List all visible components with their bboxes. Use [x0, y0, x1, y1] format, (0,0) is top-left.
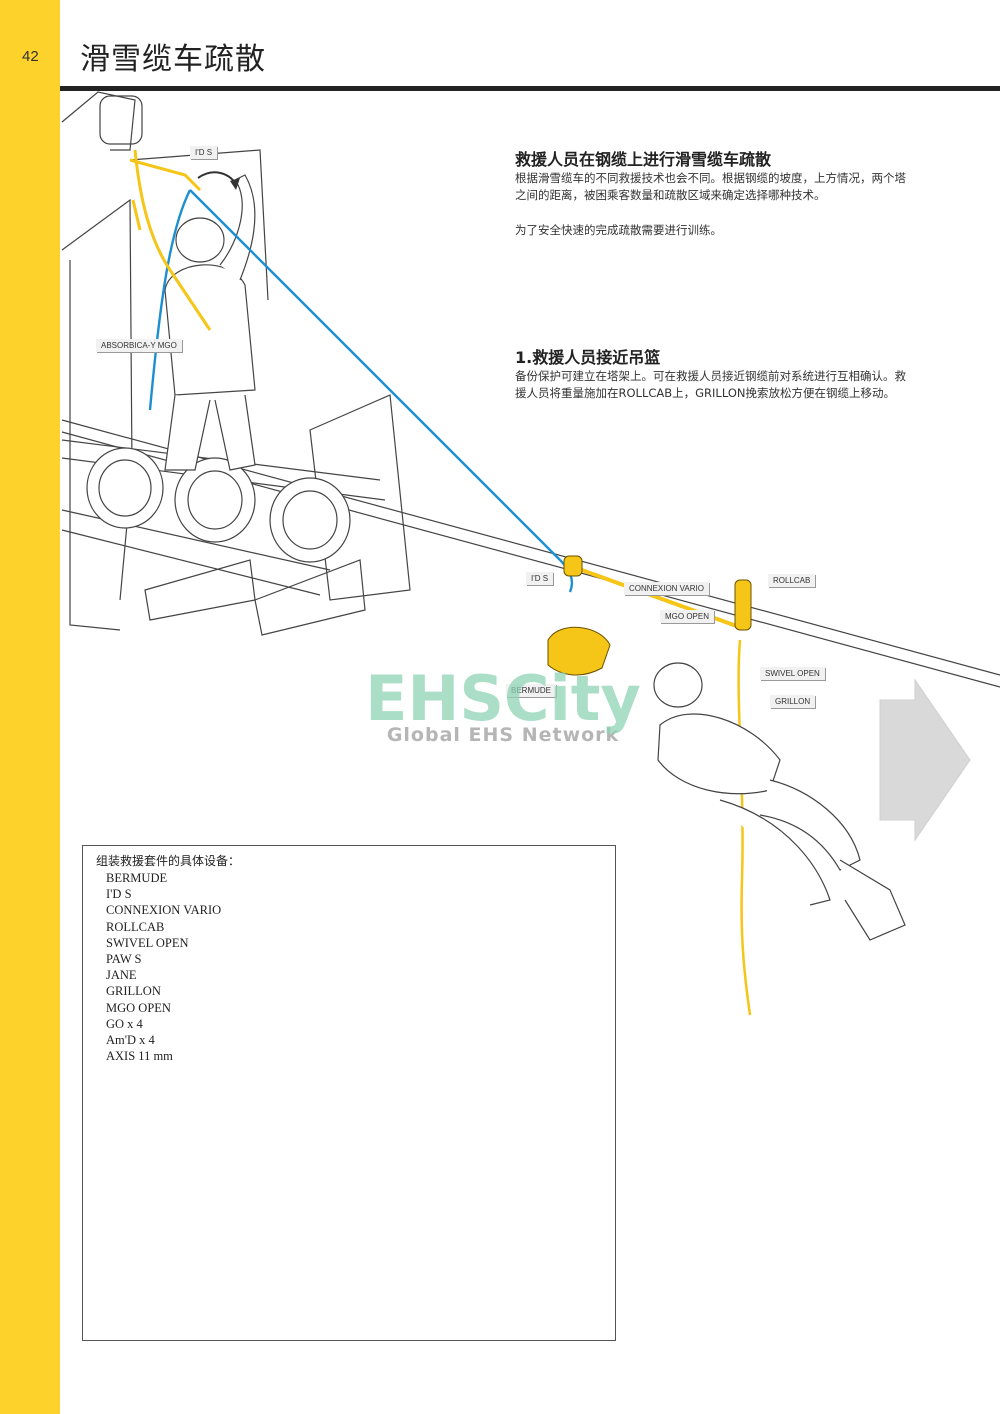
rotation-arrow-icon: [197, 171, 237, 185]
equipment-item: MGO OPEN: [106, 1000, 171, 1015]
label-mgo-open: MGO OPEN: [660, 610, 715, 623]
rescuer-on-cable: [653, 662, 906, 941]
equipment-title: 组装救援套件的具体设备：: [96, 854, 241, 868]
equipment-item: AXIS 11 mm: [106, 1049, 173, 1064]
sheave-wheels: [86, 447, 351, 563]
label-ids-mid: I'D S: [526, 572, 554, 585]
page-number: 42: [22, 48, 39, 65]
section1-paragraph-2: 为了安全快速的完成疏散需要进行训练。: [515, 223, 722, 237]
equipment-box: [82, 845, 616, 1341]
equipment-item: GRILLON: [106, 984, 161, 999]
label-ids-top: I'D S: [190, 146, 218, 159]
equipment-item: Am'D x 4: [106, 1033, 155, 1048]
label-swivel-open: SWIVEL OPEN: [760, 667, 825, 680]
grillon-rope: [737, 639, 752, 1016]
title-rule: [60, 86, 1000, 91]
label-connexion-vario: CONNEXION VARIO: [624, 582, 709, 595]
equipment-item: CONNEXION VARIO: [106, 903, 222, 918]
label-rollcab: ROLLCAB: [768, 574, 816, 587]
section2-paragraph: 备份保护可建立在塔架上。可在救援人员接近钢缆前对系统进行互相确认。救援人员将重量…: [515, 369, 906, 400]
label-absorbica: ABSORBICA-Y MGO: [96, 339, 182, 352]
rollcab-device: [563, 555, 752, 631]
equipment-item: GO x 4: [106, 1016, 143, 1031]
equipment-item: SWIVEL OPEN: [106, 935, 189, 950]
equipment-item: PAW S: [106, 952, 142, 967]
section1-heading: 救援人员在钢缆上进行滑雪缆车疏散: [515, 150, 772, 169]
section1-paragraph-1: 根据滑雪缆车的不同救援技术也会不同。根据钢缆的坡度，上方情况，两个塔之间的距离，…: [515, 171, 906, 202]
page-title: 滑雪缆车疏散: [80, 42, 266, 77]
label-grillon: GRILLON: [770, 695, 816, 708]
sidebar-yellow-strip: [0, 0, 60, 1414]
section2-heading: 1.救援人员接近吊篮: [515, 348, 661, 367]
equipment-item: JANE: [106, 968, 137, 983]
tower-lanyards: [129, 149, 212, 331]
main-lanyard: [567, 563, 743, 630]
equipment-item: I'D S: [106, 887, 132, 902]
equipment-item: BERMUDE: [106, 871, 168, 885]
arrow-right-icon: [879, 678, 971, 842]
equipment-item: ROLLCAB: [106, 919, 165, 934]
label-bermude: BERMUDE: [506, 684, 557, 697]
equipment-list: BERMUDE I'D S CONNEXION VARIO ROLLCAB SW…: [106, 870, 221, 1064]
bermude-bag: [547, 626, 611, 676]
